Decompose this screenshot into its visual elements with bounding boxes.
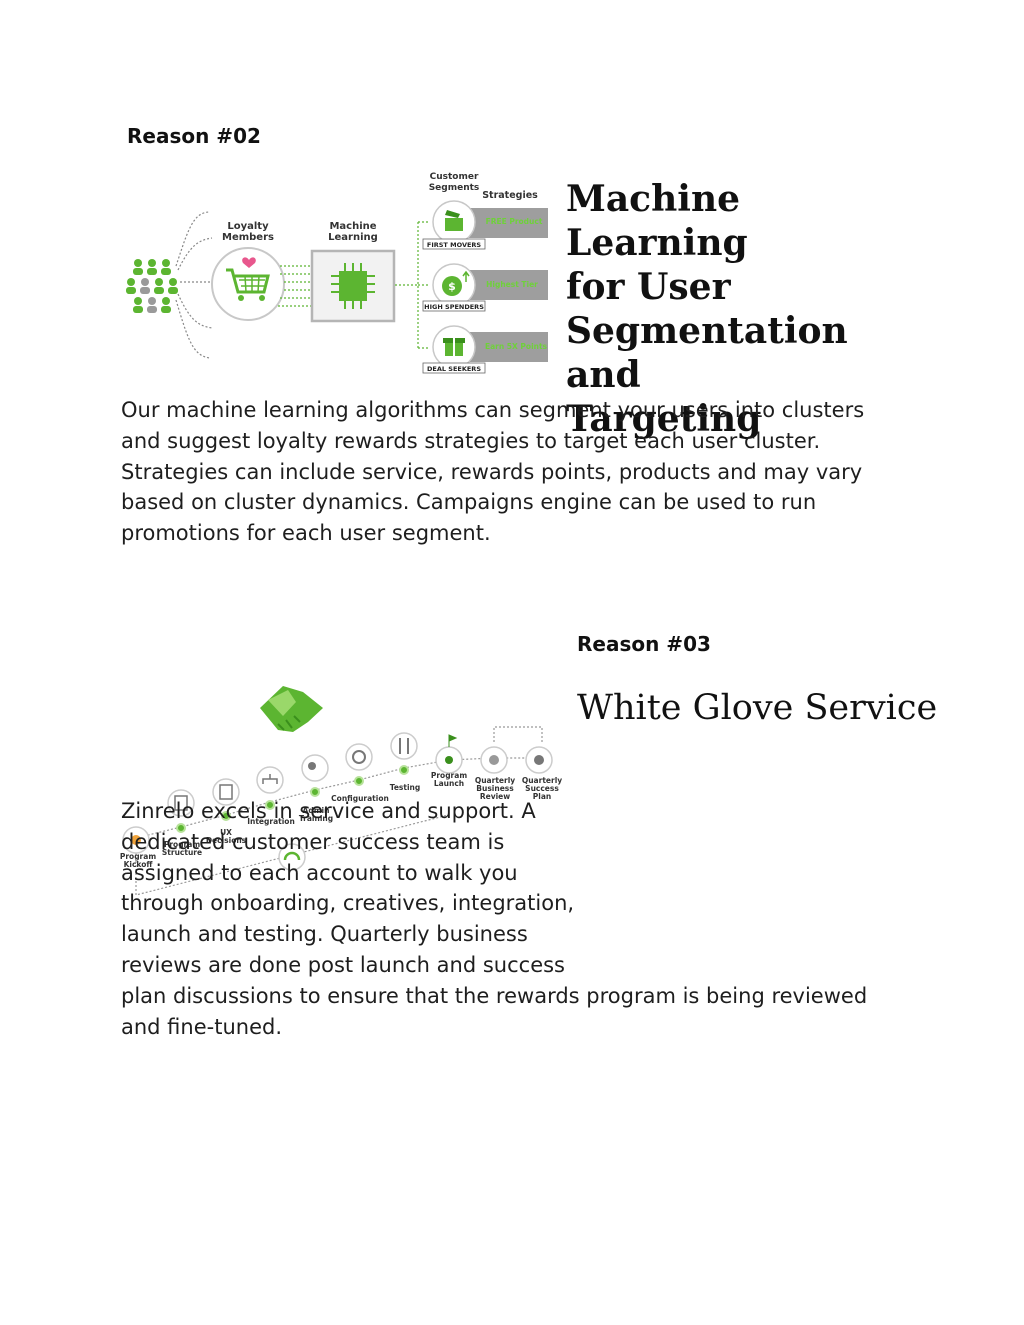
step-label: Testing bbox=[390, 783, 421, 792]
segment-name: HIGH SPENDERS bbox=[424, 303, 484, 311]
strategy-label: Highest Tier bbox=[486, 280, 538, 289]
title-line: Targeting bbox=[566, 398, 762, 440]
onboarding-roadmap-diagram: Program Kickoff Program Structure UX Dec… bbox=[120, 686, 562, 896]
title-line: Segmentation and bbox=[566, 310, 848, 396]
label-loyalty: Loyalty bbox=[227, 221, 269, 232]
step-label: Review bbox=[480, 792, 510, 801]
loyalty-members-cluster-icon bbox=[126, 259, 178, 313]
label-segments: Segments bbox=[429, 183, 480, 193]
segment-name: DEAL SEEKERS bbox=[427, 365, 481, 373]
label-learning: Learning bbox=[328, 232, 378, 243]
step-label: Quarterly bbox=[475, 776, 515, 785]
chip-icon bbox=[310, 249, 396, 323]
step-label: Kickoff bbox=[124, 860, 154, 869]
strategy-label: FREE Product bbox=[486, 217, 543, 226]
step-label: Business bbox=[476, 784, 514, 793]
label-members: Members bbox=[222, 232, 274, 243]
section-paragraph: Our machine learning algorithms can segm… bbox=[121, 398, 865, 546]
step-label: Decisions bbox=[206, 836, 247, 845]
step-label: UX bbox=[220, 828, 232, 837]
title-line: Machine Learning bbox=[566, 178, 748, 264]
step-label: Plan bbox=[533, 792, 551, 801]
segment-deal-seekers: Earn 5X Points DEAL SEEKERS bbox=[422, 325, 548, 374]
strategy-label: Earn 5X Points bbox=[485, 342, 548, 351]
svg-text:$: $ bbox=[448, 280, 456, 293]
shopping-cart-heart-icon bbox=[211, 247, 285, 321]
step-label: Quarterly bbox=[522, 776, 562, 785]
paragraph-text: Zinrelo excels in service and support. A… bbox=[121, 799, 868, 1039]
label-strategies: Strategies bbox=[482, 190, 538, 201]
step-label: Program bbox=[164, 840, 200, 849]
step-label: Training bbox=[299, 814, 333, 823]
ml-segmentation-diagram: Loyalty Members Machine Learning Custome… bbox=[126, 172, 548, 374]
step-label: Program bbox=[120, 852, 156, 861]
step-label: Admin bbox=[303, 806, 330, 815]
step-label: Structure bbox=[162, 848, 202, 857]
segment-name: FIRST MOVERS bbox=[427, 241, 482, 249]
segment-high-spenders: $ Highest Tier HIGH SPENDERS bbox=[422, 263, 548, 312]
roadmap-step-icons bbox=[122, 732, 553, 871]
segment-first-movers: FREE Product FIRST MOVERS bbox=[422, 200, 548, 250]
label-machine: Machine bbox=[329, 221, 376, 232]
title-line: for User bbox=[566, 266, 731, 308]
handshake-icon bbox=[260, 686, 323, 732]
step-label: Program bbox=[431, 771, 467, 780]
section-title: Machine Learning for User Segmentation a… bbox=[566, 177, 906, 441]
step-label: Integration bbox=[247, 817, 295, 826]
label-customer: Customer bbox=[430, 172, 479, 182]
step-label: Launch bbox=[434, 779, 464, 788]
step-label: Configuration bbox=[331, 794, 389, 803]
reason-label: Reason #03 bbox=[577, 632, 711, 656]
step-label: Success bbox=[525, 784, 559, 793]
section-paragraph: Zinrelo excels in service and support. A… bbox=[121, 796, 911, 1042]
section-title: White Glove Service bbox=[577, 688, 938, 728]
reason-label: Reason #02 bbox=[127, 124, 261, 148]
